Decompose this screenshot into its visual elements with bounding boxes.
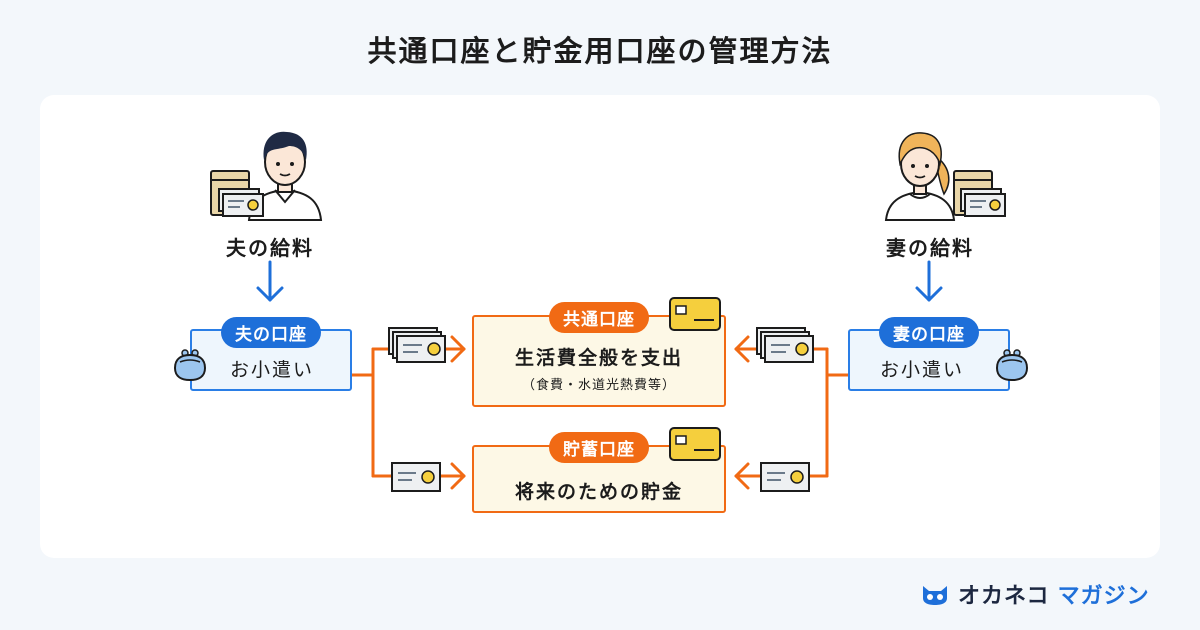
husband-account-tag: 夫の口座: [221, 317, 321, 348]
shared-account-main: 生活費全般を支出: [514, 347, 683, 369]
down-arrow-icon: [915, 260, 943, 302]
credit-card-icon: [669, 427, 721, 461]
down-arrow-icon: [256, 260, 284, 302]
left-arrow-icon: [734, 462, 750, 490]
person-husband-icon: [247, 131, 323, 221]
left-arrow-icon: [734, 335, 750, 363]
husband-salary-label: 夫の給料: [226, 236, 314, 260]
shared-account-sub: （食費・水道光熱費等）: [521, 378, 676, 393]
cat-face-logo-icon: [923, 586, 947, 605]
husband-account: 夫の口座 お小遣い: [190, 317, 352, 391]
credit-card-icon: [669, 297, 721, 331]
savings-account-tag: 貯蓄口座: [549, 432, 649, 463]
cash-bill-icon: [218, 188, 264, 217]
wife-account-tag: 妻の口座: [879, 317, 979, 348]
person-wife-icon: [884, 132, 956, 221]
coin-purse-icon: [995, 349, 1029, 382]
cash-bill-icon: [388, 327, 446, 363]
shared-account-tag: 共通口座: [549, 302, 649, 333]
brand-logo-text: オカネコ: [958, 584, 1050, 609]
brand-logo[interactable]: オカネコマガジン: [920, 578, 1150, 610]
wife-salary-label: 妻の給料: [886, 236, 974, 260]
wife-account: 妻の口座 お小遣い: [848, 317, 1010, 391]
cash-bill-icon: [391, 462, 441, 492]
right-branch-connector: [734, 347, 850, 478]
cash-bill-icon: [756, 327, 814, 363]
right-arrow-icon: [450, 335, 466, 363]
savings-account-main: 将来のための貯金: [514, 481, 683, 503]
left-branch-connector: [350, 347, 466, 478]
husband-account-body: お小遣い: [230, 359, 315, 381]
right-arrow-icon: [450, 462, 466, 490]
cash-bill-icon: [760, 462, 810, 492]
wife-account-body: お小遣い: [880, 359, 965, 381]
page-title: 共通口座と貯金用口座の管理方法: [367, 34, 833, 68]
cash-bill-icon: [960, 188, 1006, 217]
coin-purse-icon: [173, 349, 207, 382]
brand-logo-text-secondary: マガジン: [1057, 584, 1150, 609]
